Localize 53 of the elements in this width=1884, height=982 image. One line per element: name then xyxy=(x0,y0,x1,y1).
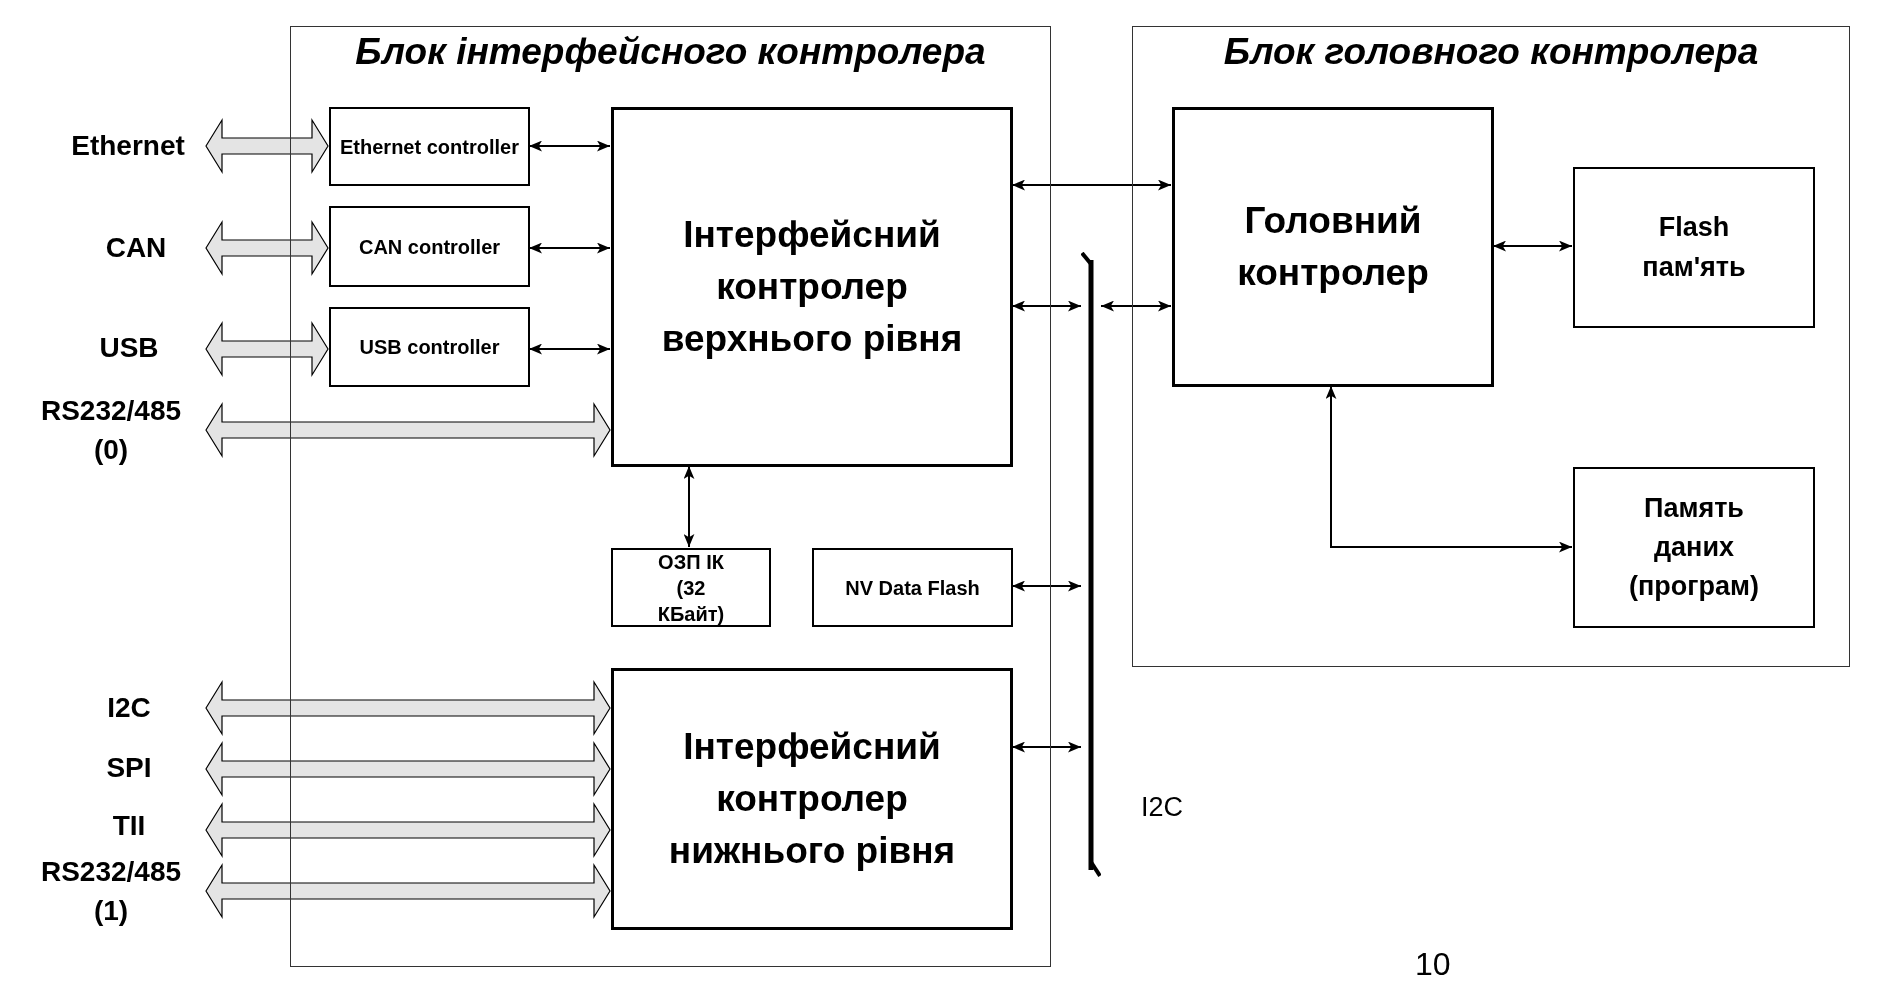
box-label: Інтерфейсний контролер нижнього рівня xyxy=(667,725,957,873)
component-box xyxy=(329,307,530,387)
double-bus-arrow xyxy=(205,801,611,859)
memory-box xyxy=(1573,167,1815,328)
double-bus-arrow xyxy=(205,401,611,459)
arrow xyxy=(683,465,695,548)
component-box xyxy=(611,548,771,627)
arrow xyxy=(1492,240,1573,252)
arrow xyxy=(1011,179,1172,191)
component-box xyxy=(329,107,530,186)
box-label: ОЗП ІК (32 КБайт) xyxy=(656,549,726,627)
box-label: Інтерфейсний контролер верхнього рівня xyxy=(660,213,964,361)
component-box xyxy=(812,548,1013,627)
box-label: Головний контролер xyxy=(1236,199,1430,295)
block-frame xyxy=(1132,26,1850,667)
block-title: Блок головного контролера xyxy=(1222,31,1760,73)
arrow xyxy=(1011,741,1082,753)
box-label: Flash пам'ять xyxy=(1641,211,1747,284)
controller-box xyxy=(611,107,1013,467)
arrow xyxy=(528,140,611,152)
interface-label: CAN xyxy=(66,226,206,270)
arrow xyxy=(1011,580,1082,592)
controller-box xyxy=(611,668,1013,930)
box-label: Ethernet controller xyxy=(339,134,520,160)
interface-label: TII xyxy=(52,806,206,846)
block-frame xyxy=(290,26,1051,967)
double-bus-arrow xyxy=(205,320,329,378)
page-number: 10 xyxy=(1415,946,1451,982)
memory-box xyxy=(1573,467,1815,628)
box-label: NV Data Flash xyxy=(844,575,981,601)
arrow xyxy=(528,343,611,355)
double-bus-arrow xyxy=(205,679,611,737)
arrow xyxy=(1011,300,1082,312)
component-box xyxy=(329,206,530,287)
interface-label: RS232/485 (1) xyxy=(16,851,206,931)
box-label: Память даних (програм) xyxy=(1628,491,1760,604)
double-bus-arrow xyxy=(205,862,611,920)
arrow xyxy=(528,242,611,254)
bus-label: I2C xyxy=(1141,792,1184,823)
box-label: CAN controller xyxy=(357,234,502,260)
interface-label: USB xyxy=(52,326,206,370)
interface-label: Ethernet xyxy=(50,124,206,168)
arrow xyxy=(1325,385,1573,553)
controller-box xyxy=(1172,107,1494,387)
box-label: USB controller xyxy=(358,335,501,360)
interface-label: I2C xyxy=(52,686,206,730)
interface-label: RS232/485 (0) xyxy=(16,390,206,470)
double-bus-arrow xyxy=(205,219,329,277)
double-bus-arrow xyxy=(205,117,329,175)
interface-label: SPI xyxy=(52,746,206,790)
arrow xyxy=(1100,300,1172,312)
block-title: Блок інтерфейсного контролера xyxy=(354,31,987,73)
double-bus-arrow xyxy=(205,740,611,798)
